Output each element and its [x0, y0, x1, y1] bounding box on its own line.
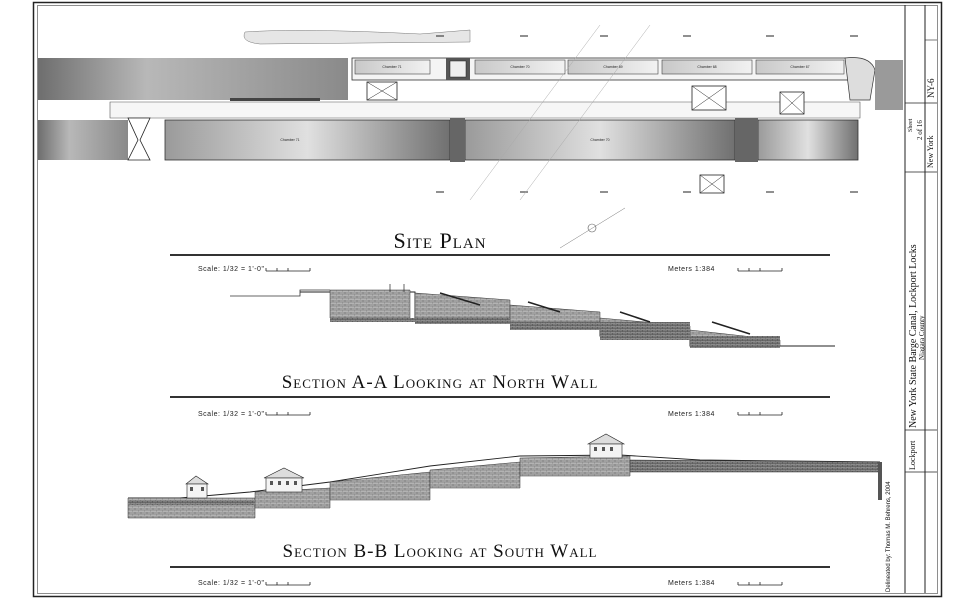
- lockhouse-2-icon: [263, 467, 305, 493]
- canal-upper-left: [38, 58, 348, 100]
- chamber-69-upper: [567, 59, 659, 75]
- section-a-a: [230, 284, 835, 348]
- sheet-label: Sheet: [908, 118, 914, 132]
- lockhouse-3-icon: [586, 433, 626, 459]
- north-arrow-icon: [587, 223, 597, 233]
- section-a-title: Section A-A Looking at North Wall: [281, 372, 599, 393]
- site-plan: [38, 24, 903, 249]
- section-a-scale-imperial: Scale: 1/32 = 1'-0": [198, 411, 265, 418]
- state-name: New York: [926, 135, 935, 168]
- sheet-number: 2 of 16: [916, 120, 924, 140]
- lockhouse-1-icon: [185, 475, 209, 499]
- chamber-label-upper-4: Chamber 68: [697, 65, 716, 69]
- county-name: Niagara County: [918, 315, 926, 360]
- section-b-rule: [170, 566, 830, 568]
- chamber-67-upper: [755, 59, 845, 75]
- chamber-70-upper: [474, 59, 566, 75]
- chamber-label-upper-2: Chamber 70: [510, 65, 529, 69]
- chamber-label-upper-3: Chamber 69: [603, 65, 622, 69]
- chamber-71-upper: [354, 59, 431, 75]
- site-plan-title: Site Plan: [393, 228, 487, 253]
- survey-number: NY-6: [926, 78, 936, 99]
- site-plan-scale-metric: Meters 1:384: [668, 266, 715, 273]
- chamber-68-upper: [661, 59, 753, 75]
- chamber-label-upper-5: Chamber 67: [790, 65, 809, 69]
- section-a-rule: [170, 396, 830, 398]
- section-b-b: [127, 433, 882, 519]
- chamber-label-lower-2: Chamber 70: [590, 138, 609, 142]
- city-name: Lockport: [908, 440, 917, 470]
- outer-border: [32, 1, 943, 598]
- section-b-title: Section B-B Looking at South Wall: [282, 541, 598, 562]
- section-b-scale-imperial: Scale: 1/32 = 1'-0": [198, 580, 265, 587]
- delineator-credit: Delineated by: Thomas M. Behrens, 2004: [886, 481, 892, 592]
- scale-bars: [265, 268, 783, 586]
- inner-border: [37, 5, 938, 594]
- chamber-71-lower: [164, 119, 451, 161]
- section-b-scale-metric: Meters 1:384: [668, 580, 715, 587]
- chamber-70-lower: [464, 119, 736, 161]
- chamber-label-upper-1: Chamber 71: [382, 65, 401, 69]
- section-a-scale-metric: Meters 1:384: [668, 411, 715, 418]
- site-plan-rule: [170, 254, 830, 256]
- title-block: [904, 5, 937, 593]
- chamber-label-lower-1: Chamber 71: [280, 138, 299, 142]
- site-plan-scale-imperial: Scale: 1/32 = 1'-0": [198, 266, 265, 273]
